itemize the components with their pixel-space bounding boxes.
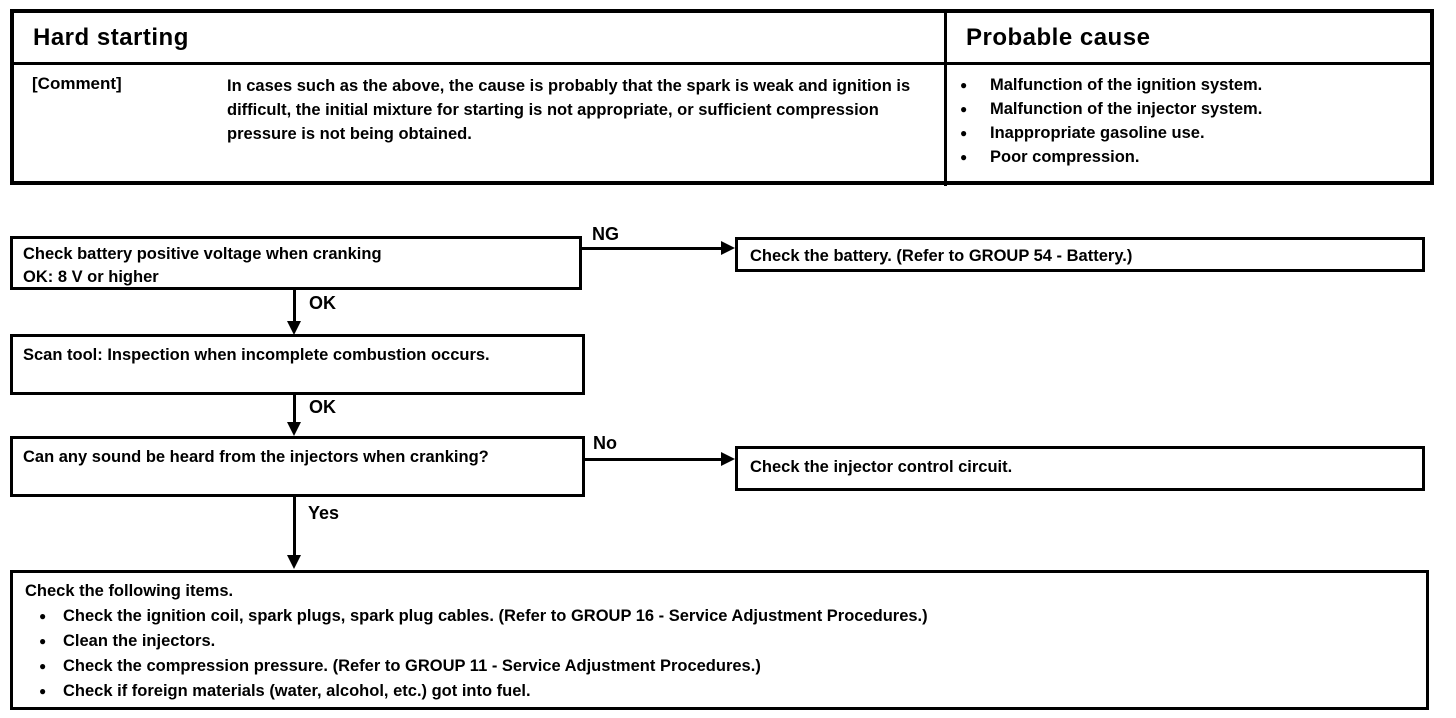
symptom-title: Hard starting	[33, 24, 189, 51]
final-checklist-item: ● Check the ignition coil, spark plugs, …	[25, 604, 1414, 629]
yes-connector-line	[293, 497, 296, 557]
symptom-table: Hard starting Probable cause [Comment] I…	[10, 9, 1434, 186]
symptom-table-header: Hard starting Probable cause	[14, 13, 1430, 65]
ok1-connector-line	[293, 290, 296, 323]
final-item-text: Check if foreign materials (water, alcoh…	[63, 682, 531, 700]
probable-cause-item: ● Inappropriate gasoline use.	[947, 121, 1430, 145]
probable-cause-header-cell: Probable cause	[947, 13, 1430, 62]
no-connector-line	[585, 458, 722, 461]
flow-action-check-battery: Check the battery. (Refer to GROUP 54 - …	[735, 237, 1425, 272]
probable-cause-item: ● Malfunction of the injector system.	[947, 97, 1430, 121]
no-arrow-icon	[721, 452, 735, 466]
probable-cause-list: ● Malfunction of the ignition system. ● …	[947, 65, 1430, 186]
bullet-icon: ●	[960, 78, 968, 92]
comment-label: [Comment]	[32, 74, 122, 93]
comment-text: In cases such as the above, the cause is…	[227, 77, 911, 143]
bullet-icon: ●	[960, 102, 968, 116]
step2-text: Scan tool: Inspection when incomplete co…	[23, 346, 490, 364]
final-title: Check the following items.	[25, 582, 234, 600]
ng-connector-line	[582, 247, 722, 250]
final-checklist-item: ● Check the compression pressure. (Refer…	[25, 654, 1414, 679]
flow-final-checklist: Check the following items. ● Check the i…	[10, 570, 1429, 710]
step3-text: Can any sound be heard from the injector…	[23, 448, 489, 466]
no-action-text: Check the injector control circuit.	[750, 458, 1013, 476]
probable-cause-item: ● Malfunction of the ignition system.	[947, 73, 1430, 97]
final-checklist-item: ● Check if foreign materials (water, alc…	[25, 679, 1414, 704]
probable-cause-text: Inappropriate gasoline use.	[990, 124, 1205, 142]
branch-label-ok-1: OK	[309, 293, 336, 313]
yes-arrow-icon	[287, 555, 301, 569]
branch-label-yes: Yes	[308, 503, 340, 523]
symptom-header-cell: Hard starting	[14, 13, 947, 62]
bullet-icon: ●	[960, 150, 968, 164]
flow-step-injector-sound: Can any sound be heard from the injector…	[10, 436, 585, 497]
ok2-arrow-icon	[287, 422, 301, 436]
final-item-text: Check the ignition coil, spark plugs, sp…	[63, 607, 928, 625]
step1-line2: OK: 8 V or higher	[23, 268, 159, 286]
ok2-connector-line	[293, 395, 296, 424]
ng-arrow-icon	[721, 241, 735, 255]
branch-label-ok-2: OK	[309, 397, 336, 417]
flow-step-check-battery-voltage: Check battery positive voltage when cran…	[10, 236, 582, 290]
bullet-icon: ●	[39, 684, 47, 698]
ng-action-text: Check the battery. (Refer to GROUP 54 - …	[750, 247, 1133, 265]
branch-label-ng: NG	[592, 224, 619, 244]
comment-cell: [Comment] In cases such as the above, th…	[14, 65, 947, 186]
bullet-icon: ●	[960, 126, 968, 140]
probable-cause-text: Malfunction of the ignition system.	[990, 76, 1263, 94]
final-item-text: Clean the injectors.	[63, 632, 216, 650]
probable-cause-title: Probable cause	[966, 24, 1151, 51]
final-checklist-item: ● Clean the injectors.	[25, 629, 1414, 654]
bullet-icon: ●	[39, 634, 47, 648]
final-item-text: Check the compression pressure. (Refer t…	[63, 657, 761, 675]
flow-step-scan-tool: Scan tool: Inspection when incomplete co…	[10, 334, 585, 395]
probable-cause-text: Poor compression.	[990, 148, 1140, 166]
branch-label-no: No	[593, 433, 617, 453]
ok1-arrow-icon	[287, 321, 301, 335]
step1-line1: Check battery positive voltage when cran…	[23, 245, 382, 263]
bullet-icon: ●	[39, 609, 47, 623]
probable-cause-text: Malfunction of the injector system.	[990, 100, 1263, 118]
probable-cause-item: ● Poor compression.	[947, 145, 1430, 169]
bullet-icon: ●	[39, 659, 47, 673]
flow-action-injector-circuit: Check the injector control circuit.	[735, 446, 1425, 491]
symptom-table-body: [Comment] In cases such as the above, th…	[14, 65, 1430, 186]
